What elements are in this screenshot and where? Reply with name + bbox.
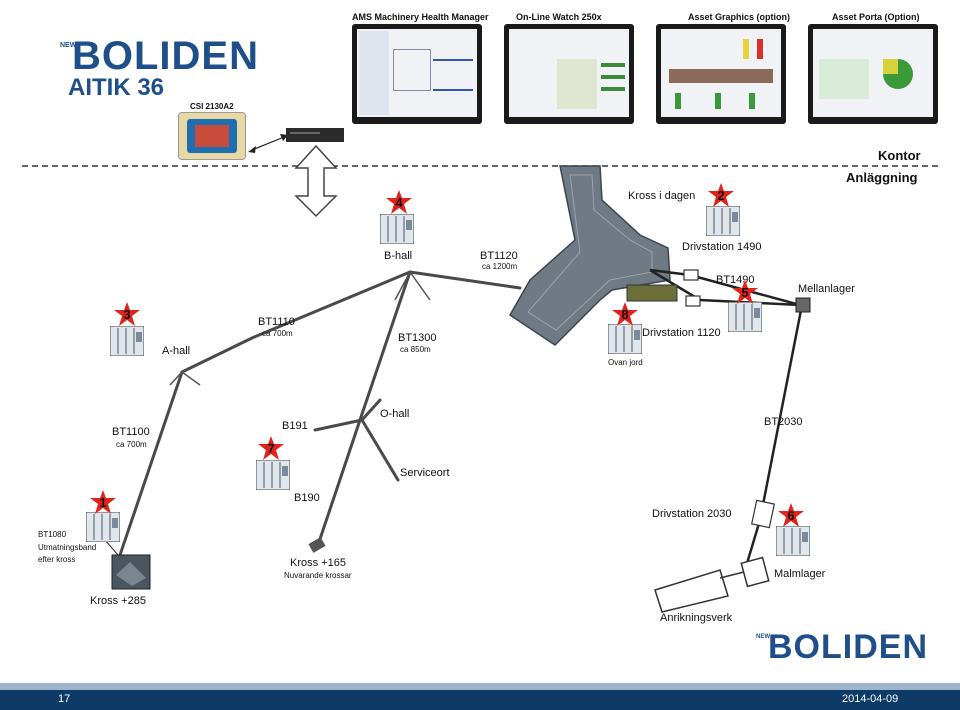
station-badge-5 [732, 280, 758, 304]
server-box [286, 128, 344, 142]
station-number-8: 8 [621, 307, 629, 322]
anrikningsverk-building [654, 569, 729, 613]
station-badge-2 [708, 183, 734, 207]
conveyor-bt2030: BT2030 [764, 416, 803, 428]
csi-device [178, 112, 246, 160]
loc-kross-165: Kross +165 [290, 557, 346, 569]
monitor-ams [352, 24, 482, 124]
loc-serviceort: Serviceort [400, 467, 450, 479]
loc-nuvarande-krossar: Nuvarande krossar [284, 571, 352, 580]
station-cabinet-6 [776, 526, 810, 556]
monitor-graphics [656, 24, 786, 124]
footer-date: 2014-04-09 [842, 693, 899, 705]
site-title: AITIK 36 [68, 74, 165, 101]
conveyor-bt1120-length: ca 1200m [482, 262, 518, 271]
station-cabinet-4 [380, 214, 414, 244]
conveyor-bt1100-length: ca 700m [116, 440, 147, 449]
loc-efter-kross: efter kross [38, 555, 76, 564]
page-number: 17 [58, 693, 71, 705]
zone-kontor: Kontor [878, 148, 921, 163]
loc-b-hall: B-hall [384, 250, 413, 262]
conveyor-bt1300: BT1300 [398, 332, 437, 344]
loc-drivstation-2030: Drivstation 2030 [652, 508, 732, 520]
station-number-4: 4 [395, 195, 403, 210]
loc-a-hall: A-hall [162, 345, 191, 357]
loc-mellanlager: Mellanlager [798, 283, 855, 295]
station-badge-8 [612, 302, 638, 326]
monitor-title-olw: On-Line Watch 250x [516, 12, 602, 22]
conveyor-bt1110-length: ca 700m [262, 329, 293, 338]
conveyor-bt1300-length: ca 850m [400, 345, 431, 354]
loc-utmatningsband: Utmatningsband [38, 543, 97, 552]
station-cabinet-5 [728, 302, 762, 332]
monitor-olw [504, 24, 634, 124]
station-badge-3 [114, 302, 140, 326]
logo-wordmark: BOLIDEN [72, 34, 259, 78]
loc-kross-i-dagen: Kross i dagen [628, 190, 696, 202]
station-cabinet-7 [256, 460, 290, 490]
monitor-title-ams: AMS Machinery Health Manager [352, 12, 489, 22]
link-arrow [251, 136, 285, 151]
station-badge-1 [90, 490, 116, 514]
station-number-5: 5 [741, 285, 749, 300]
zone-anlaggning: Anläggning [846, 170, 918, 185]
conveyor-b190: B190 [294, 492, 320, 504]
monitor-title-graphics: Asset Graphics (option) [688, 12, 791, 22]
conveyor-bt1110: BT1110 [258, 316, 295, 328]
station-number-2: 2 [717, 188, 725, 203]
loc-anrikningsverk: Anrikningsverk [660, 612, 733, 624]
loc-drivstation-1490: Drivstation 1490 [682, 241, 762, 253]
footer-logo-wordmark: BOLIDEN [768, 628, 928, 666]
footer-logo-new-mark: NEW [756, 634, 770, 640]
conveyor-bt1100: BT1100 [112, 426, 150, 438]
conveyor-bt1120: BT1120 [480, 250, 518, 262]
station-badge-6 [778, 503, 804, 527]
station-number-3: 3 [123, 307, 131, 322]
boliden-logo: NEW BOLIDEN [60, 34, 260, 80]
station-badge-4 [386, 190, 412, 214]
loc-drivstation-1120: Drivstation 1120 [642, 327, 721, 339]
monitor-porta [808, 24, 938, 124]
boliden-logo-footer: NEW BOLIDEN [756, 628, 946, 670]
loc-malmlager: Malmlager [774, 568, 826, 580]
station-cabinet-2 [706, 206, 740, 236]
station-badge-7 [258, 436, 284, 460]
station-cabinet-8 [608, 324, 642, 354]
footer-bar: 17 2014-04-09 [0, 690, 960, 710]
open-pit [509, 165, 671, 346]
logo-new-mark: NEW [60, 42, 77, 49]
station-number-1: 1 [99, 495, 107, 510]
loc-kross-285: Kross +285 [90, 595, 146, 607]
station-cabinet-1 [86, 512, 120, 542]
station-cabinet-3 [110, 326, 144, 356]
loc-bt1080: BT1080 [38, 530, 67, 539]
monitor-title-porta: Asset Porta (Option) [832, 12, 920, 22]
conveyor-b191: B191 [282, 420, 308, 432]
device-label: CSI 2130A2 [190, 102, 234, 111]
station-number-6: 6 [787, 508, 795, 523]
loc-ovan-jord: Ovan jord [608, 358, 643, 367]
loc-o-hall: O-hall [380, 408, 410, 420]
drivstation-1120-building [626, 284, 678, 302]
station-number-7: 7 [267, 441, 275, 456]
data-transfer-arrow [294, 144, 338, 218]
